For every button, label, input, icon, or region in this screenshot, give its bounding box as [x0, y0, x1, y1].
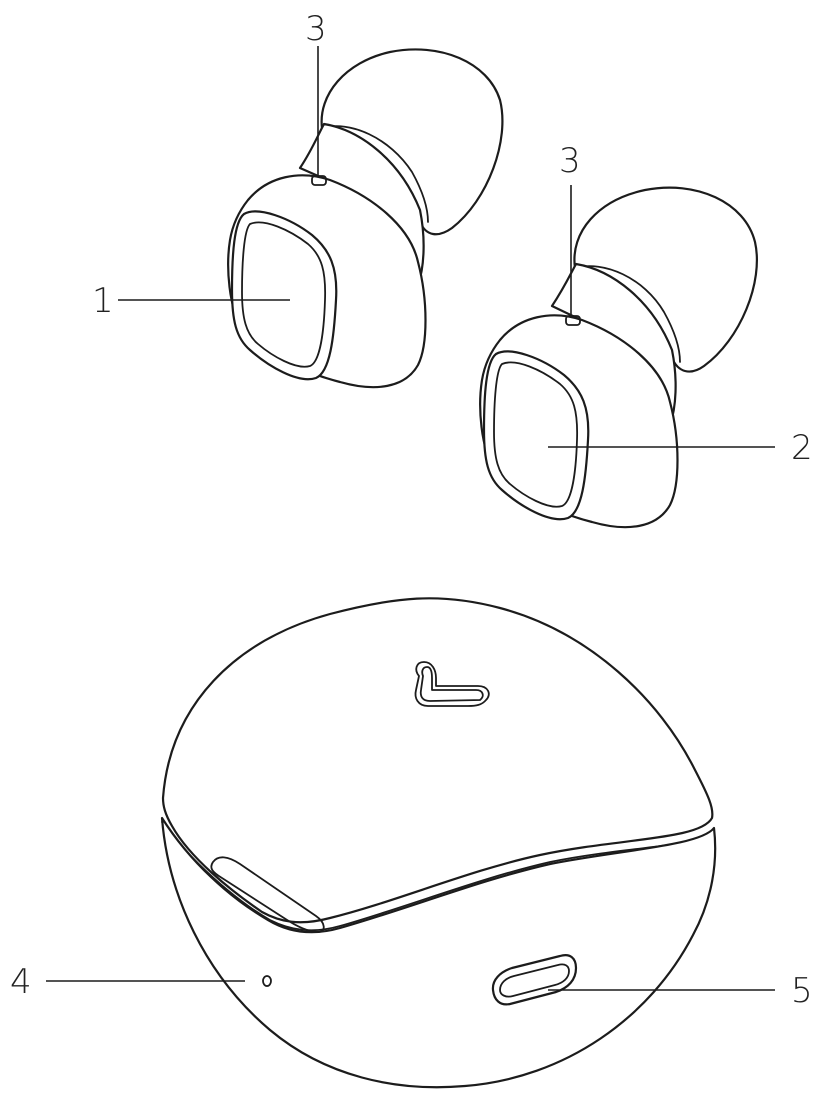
port-outer [491, 954, 578, 1006]
right-earbud [479, 186, 758, 529]
right-microphone-slot [565, 315, 581, 326]
charging-port-usb-c [491, 954, 578, 1006]
left-touch-panel [241, 221, 327, 368]
callout-left-touch-panel: 1 [92, 281, 114, 321]
callout-right-touch-panel: 2 [791, 428, 813, 468]
left-earbud [227, 48, 504, 389]
right-ear-tip-rim [574, 265, 681, 363]
logo-inner [419, 666, 484, 702]
callout-right-microphone: 3 [559, 141, 581, 181]
left-earbud-face [230, 210, 338, 381]
case-base [160, 816, 717, 1089]
case-front-slot [210, 856, 325, 933]
charge-indicator-led [262, 975, 272, 987]
callout-charging-port: 5 [791, 971, 813, 1011]
right-earbud-face [482, 350, 590, 521]
callout-left-microphone: 3 [305, 9, 327, 49]
leader-lines [46, 46, 775, 991]
callout-charge-indicator: 4 [10, 962, 32, 1002]
case-seam [161, 821, 713, 932]
callout-labels: 1 2 3 3 4 5 [10, 9, 813, 1011]
charging-case [160, 597, 717, 1089]
port-inner [499, 963, 570, 998]
heart-outline-icon [414, 661, 490, 707]
right-touch-panel [493, 361, 579, 508]
case-lid [161, 597, 714, 924]
left-microphone-slot [311, 175, 327, 186]
left-ear-tip-rim [321, 125, 429, 223]
